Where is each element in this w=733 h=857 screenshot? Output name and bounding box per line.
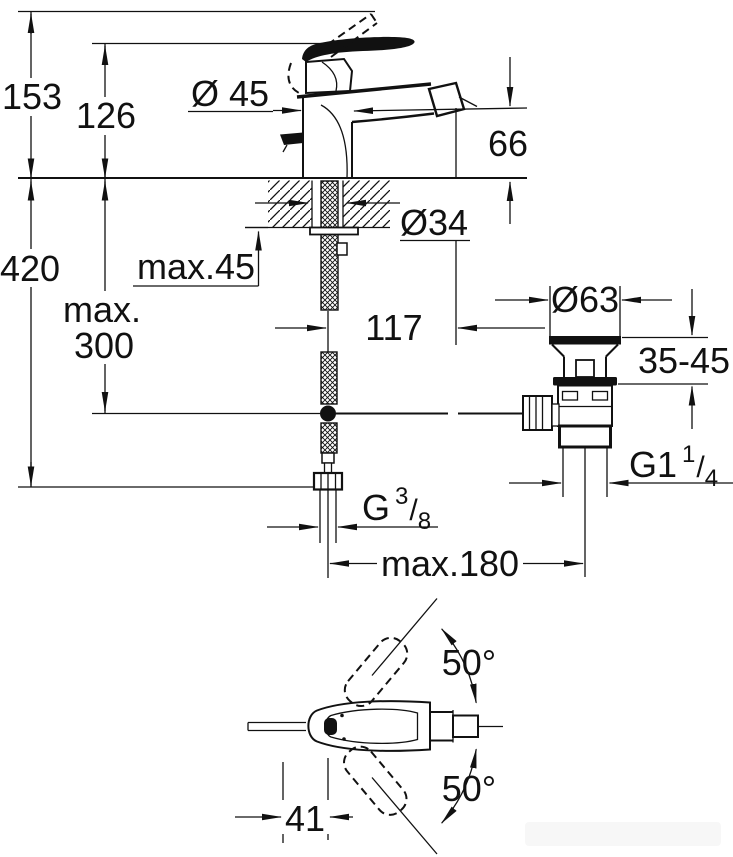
swing-ray-upper — [371, 598, 438, 676]
faucet-cartridge — [305, 57, 354, 95]
lever-rotated-up-dashed — [343, 636, 409, 708]
angle-50-bottom-label: 50° — [442, 768, 496, 809]
dimension-labels: 153 126 Ø 45 66 420 max.45 Ø34 max. 300 … — [0, 73, 730, 839]
supply-hose-assembly — [309, 180, 524, 578]
dim-max300-label-line2: 300 — [74, 325, 134, 366]
faucet-top-view — [235, 598, 503, 855]
rod-clamp-nut — [522, 395, 553, 431]
dim-117-label: 117 — [365, 307, 422, 348]
swing-ray-lower — [371, 777, 438, 855]
dim-63-label: Ø63 — [551, 279, 619, 320]
dim-max300-label-line1: max. — [63, 289, 141, 330]
angle-50-top-label: 50° — [442, 642, 496, 683]
dim-420-label: 420 — [0, 248, 60, 289]
top-view-lever-outline — [324, 708, 419, 744]
valve-seal-flange — [553, 377, 617, 386]
faucet-side-view — [280, 13, 478, 179]
dim-41-label: 41 — [285, 798, 325, 839]
angle-arc-upper — [441, 628, 477, 704]
deck-hatch-left — [268, 180, 312, 228]
dim-max45-label: max.45 — [137, 246, 255, 287]
pop-up-waste-valve — [522, 336, 621, 577]
lever-rotated-down-dashed — [343, 745, 408, 816]
rod-coupling — [336, 242, 348, 256]
mounting-flange — [309, 226, 359, 236]
top-view-aerator — [452, 714, 479, 738]
flex-hose-lower — [320, 422, 338, 454]
angle-arc-lower — [441, 748, 477, 824]
faucet-spout — [296, 82, 432, 99]
flex-hose-mid — [320, 351, 338, 405]
watermark — [525, 822, 721, 846]
deck-hatch-right — [343, 180, 390, 228]
side-view-dimension-lines — [2, 10, 733, 567]
dim-126-label: 126 — [76, 95, 136, 136]
flex-hose-upper — [320, 180, 339, 311]
dim-45-label: Ø 45 — [191, 73, 269, 114]
rod-ball-joint — [320, 405, 336, 422]
dim-34-label: Ø34 — [400, 202, 468, 243]
dim-66-label: 66 — [488, 123, 528, 164]
dim-153-label: 153 — [2, 76, 62, 117]
dim-35-45-label: 35-45 — [638, 340, 730, 381]
faucet-lever-raised-dashed — [287, 13, 378, 94]
valve-top-flange — [549, 336, 621, 345]
top-view-body — [307, 700, 431, 752]
aerator — [427, 81, 466, 118]
deck-section — [18, 177, 527, 229]
dim-max180-label: max.180 — [381, 543, 519, 584]
pop-up-knob — [280, 132, 303, 145]
tailpipe-coupling-ring — [558, 424, 612, 449]
